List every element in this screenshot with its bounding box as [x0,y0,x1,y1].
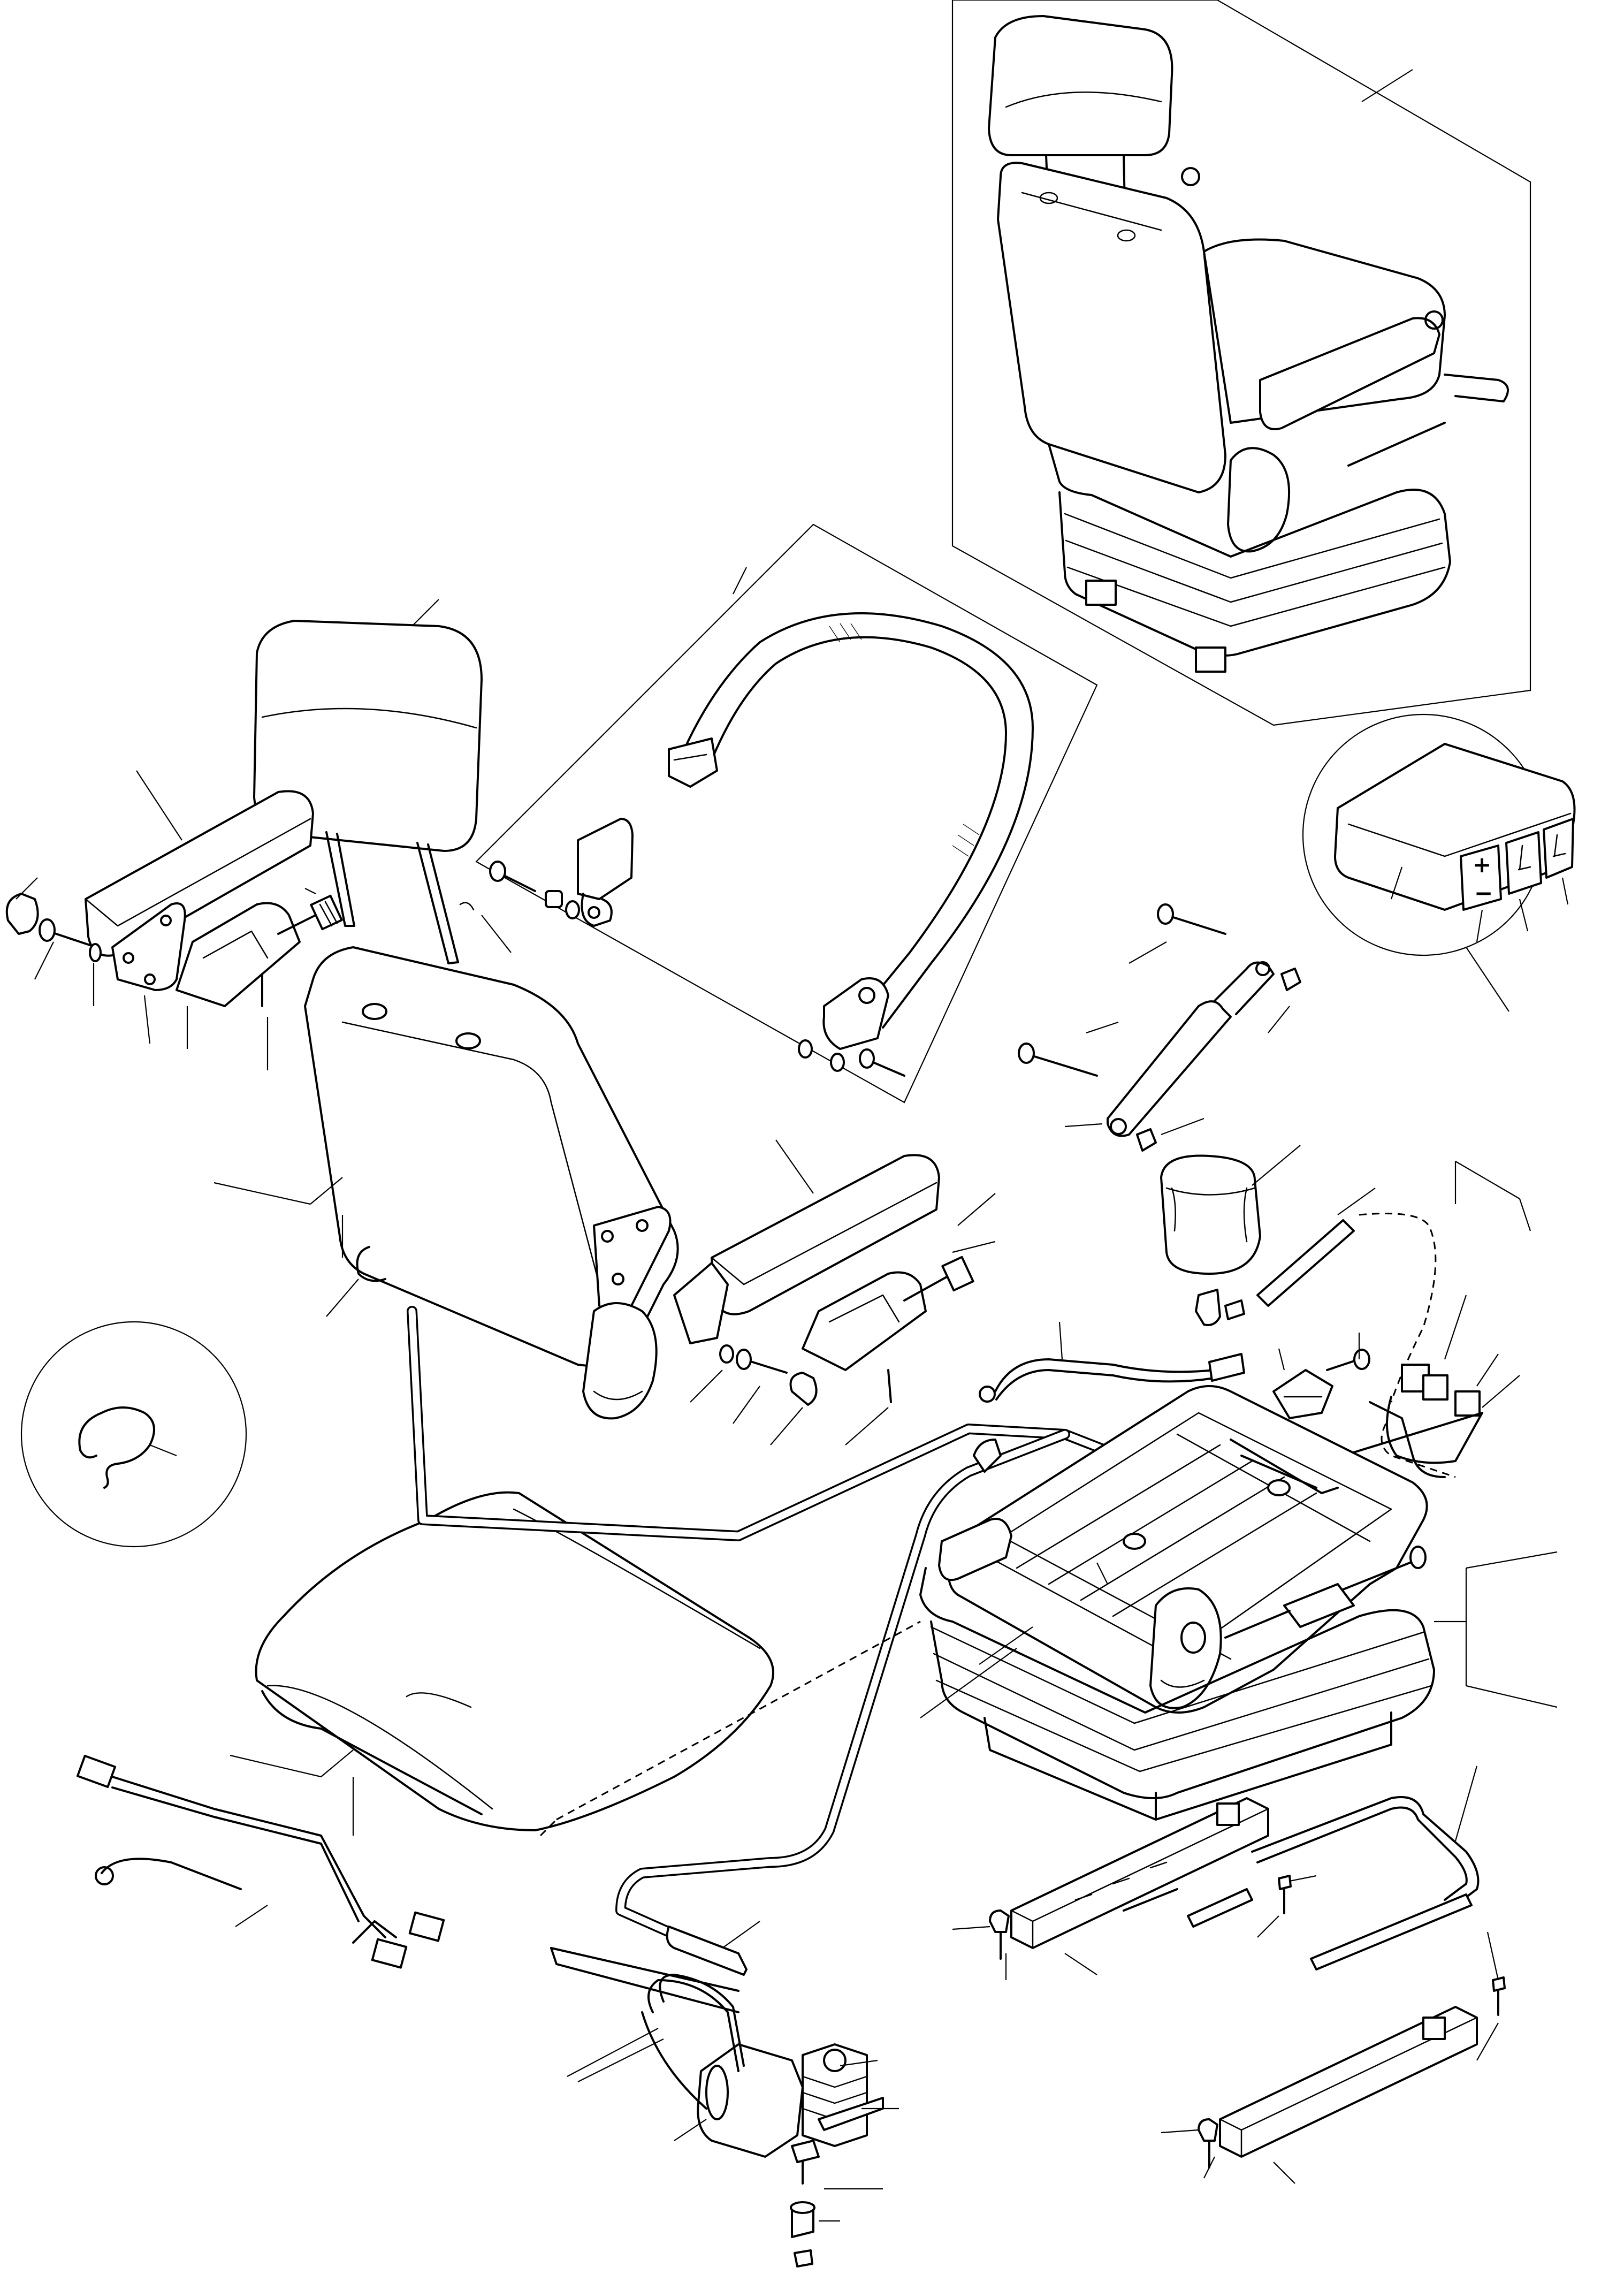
seat-cushion-pad [255,1491,774,1831]
shock-lower-bolt [1026,1053,1098,1077]
headrest-post-left [325,831,355,927]
right-armrest-spacer [789,1372,818,1406]
air-spring [1160,1145,1312,1326]
left-armrest-washer [89,943,102,962]
cable-tie-inset [20,1321,247,1548]
seat-belt-anchor [822,977,889,1050]
harness-plug-b [408,1911,445,1942]
left-armrest-bolt [47,930,97,948]
left-armrest-bracket [176,902,301,1007]
compressor-motor [697,2043,804,2158]
seat-belt-frame [475,523,1098,1104]
backrest-tilt-button[interactable] [1505,831,1542,895]
right-armrest-adjuster-knob[interactable] [903,1256,974,1302]
seat-belt-spacer [545,890,563,908]
backrest [214,946,679,1420]
seat-belt-inset [475,523,1098,1104]
seat-belt-webbing [678,612,1034,1029]
seat-adjust-button[interactable] [1543,818,1574,879]
ground-cable [979,1321,1245,1403]
inset-side-bracket [1227,447,1291,553]
inset-bellows [1048,443,1451,657]
suspension-base [919,1385,1558,1821]
cable-tie-detail-circle [20,1321,247,1548]
harness-connector-3 [1454,1390,1481,1417]
rail-screw-1 [1278,1875,1292,1890]
left-armrest-adjuster-knob[interactable] [277,894,343,935]
right-armrest-plate [673,1262,729,1344]
seat-belt-tongue[interactable] [668,737,718,788]
shock-upper-nut [1280,968,1301,991]
backrest-cushion [304,946,679,1367]
seat-cushion [230,1491,774,1836]
suspension-bellows [919,1567,1435,1799]
slide-rail-lower [1219,2006,1478,2158]
inset-frame [951,0,1531,726]
small-bracket-group [1272,1333,1370,1419]
minus-glyph: − [1474,880,1493,906]
headrest [253,599,512,964]
inset-backrest [997,162,1226,493]
assembled-seat-inset [951,0,1531,726]
right-armrest-bracket [802,1271,927,1371]
shock-upper-bolt [1165,914,1226,935]
harness-plug-a [371,1938,408,1969]
plus-glyph: + [1473,851,1491,878]
air-spring-bellow [1160,1154,1261,1275]
inset-armrest [1259,317,1440,430]
air-hose-short [1256,1188,1376,1307]
rail-bolt-1 [989,1909,1010,1933]
compressor-hose [666,1926,748,1976]
backrest-pivot-bracket [582,1302,658,1420]
rail-screw-2 [1492,1976,1506,1992]
lower-wiring-harness [76,1754,445,1969]
harness-connector-2 [1422,1374,1448,1401]
air-spring-fitting [1195,1289,1221,1326]
slide-rail-upper [1010,1797,1269,1949]
inset-headrest [988,15,1173,156]
plus-minus-button[interactable]: + − [1460,844,1502,911]
shock-lower-nut [1136,1128,1157,1152]
small-bracket [1272,1369,1333,1419]
right-armrest-washer [719,1344,734,1364]
control-panel-inset: + − [1302,713,1576,1012]
cable-tie [78,1406,155,1478]
shock-absorber-group [1018,903,1301,1152]
suspension-front-handle[interactable] [938,1518,1012,1581]
left-armrest-group [5,770,343,1070]
air-compressor [550,1921,899,2268]
right-armrest-group [673,1139,996,1445]
wiring-harness-right [1342,1161,1531,1478]
slide-rails [952,1766,1506,2184]
headrest-post-right [416,842,459,964]
harness-plug-left [76,1754,117,1789]
rail-bolt-2 [1198,2118,1218,2142]
seat-belt-buckle[interactable] [577,818,634,900]
left-armrest-spacer [5,893,39,935]
shock-absorber [1107,1000,1232,1137]
